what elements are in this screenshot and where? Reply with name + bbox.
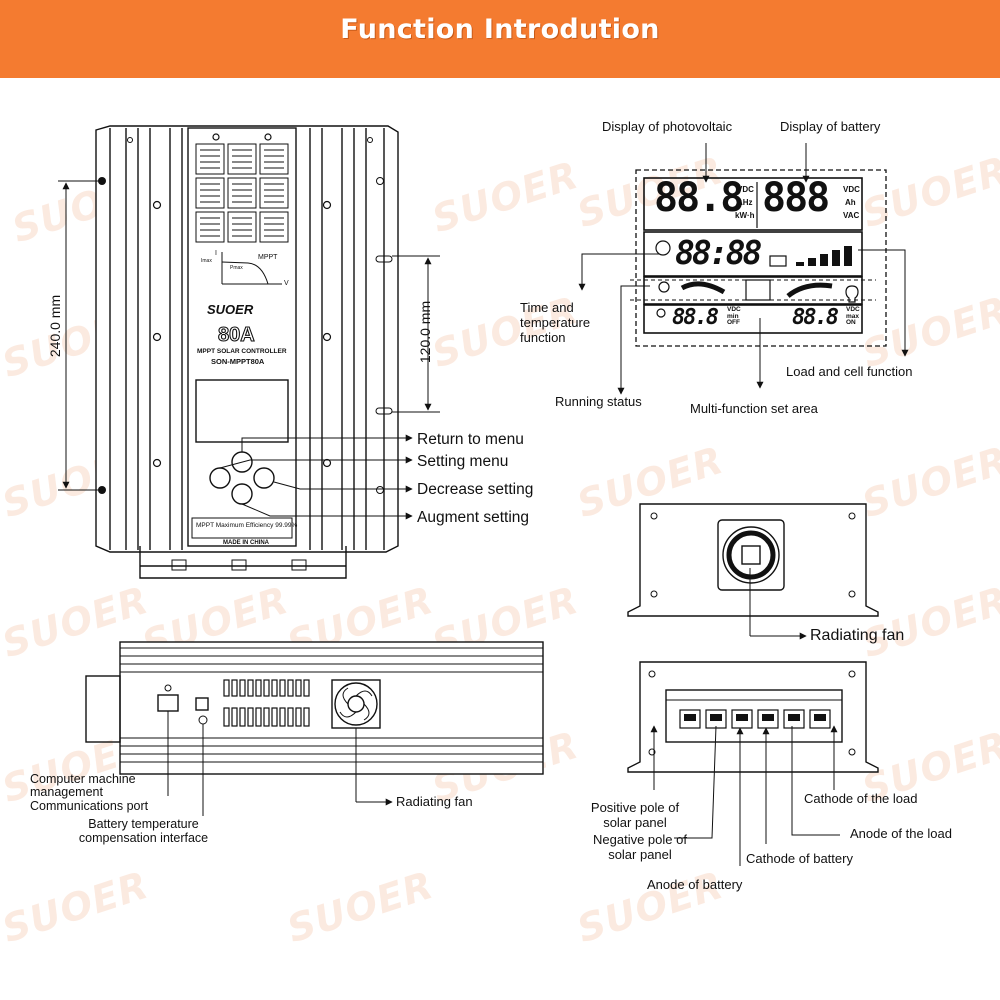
model-line1: MPPT SOLAR CONTROLLER	[197, 348, 287, 355]
lightbulb-icon	[845, 285, 859, 303]
controller-front-view	[95, 125, 399, 579]
label-multi-function: Multi-function set area	[690, 401, 818, 416]
made-in-label: MADE IN CHINA	[223, 540, 269, 546]
lcd-unit-max: VDC max ON	[846, 306, 860, 326]
end-fan-callout	[749, 568, 807, 640]
header-banner: Function Introdution	[0, 0, 1000, 78]
battery-type-icon	[745, 279, 771, 301]
curve-v-label: V	[284, 280, 289, 287]
lcd-callouts	[578, 143, 909, 395]
battery-icon	[769, 255, 787, 267]
callout-decrease-setting: Decrease setting	[417, 481, 534, 498]
efficiency-label: MPPT Maximum Efficiency 99.99%	[196, 522, 298, 529]
terminal-callouts	[650, 725, 840, 866]
label-running-status: Running status	[555, 394, 642, 409]
mppt-curve	[221, 252, 282, 285]
battery-level-bars	[796, 246, 852, 266]
brand-label: SUOER	[207, 302, 254, 317]
label-load-cathode: Cathode of the load	[804, 791, 918, 806]
callout-return-to-menu: Return to menu	[417, 431, 524, 448]
lcd-set-right-digits: 88.8	[792, 305, 839, 330]
discharge-arrow	[786, 282, 833, 298]
label-battery-display: Display of battery	[780, 119, 881, 134]
callout-augment-setting: Augment setting	[417, 509, 530, 526]
label-side-fan: Radiating fan	[396, 794, 473, 809]
lcd-set-left-digits: 88.8	[672, 305, 719, 330]
curve-imax-label: Imax	[201, 258, 212, 264]
curve-pmax-label: Pmax	[230, 265, 243, 271]
label-pv-negative: Negative pole of solar panel	[593, 832, 687, 862]
lcd-battery-digits: 888	[762, 175, 830, 221]
lcd-unit-min: VDC min OFF	[727, 306, 741, 326]
page-title: Function Introdution	[340, 14, 660, 45]
label-comm-port: Computer machine management Communicatio…	[30, 772, 149, 813]
lcd-unit-right-2: Ah	[845, 198, 856, 207]
terminal-block	[679, 709, 831, 729]
label-load-cell: Load and cell function	[786, 364, 913, 379]
lcd-time-digits: 88:88	[675, 233, 762, 272]
controller-end-view-fan	[627, 503, 879, 617]
sun-icon	[656, 281, 670, 318]
controller-side-view	[85, 641, 544, 775]
label-photovoltaic-display: Display of photovoltaic	[602, 119, 733, 134]
controller-end-view-terminals	[627, 661, 879, 773]
label-battery-cathode: Cathode of battery	[746, 851, 853, 866]
callout-setting-menu: Setting menu	[417, 453, 509, 470]
label-load-anode: Anode of the load	[850, 826, 952, 841]
curve-mppt-label: MPPT	[258, 254, 278, 261]
lcd-pv-digits: 88.8	[654, 175, 744, 221]
fan-icon	[331, 679, 381, 729]
rating-label: 80A	[217, 323, 255, 346]
hole-dimension: 120.0 mm	[417, 300, 434, 364]
side-view-callouts	[167, 711, 393, 816]
height-dimension: 240.0 mm	[47, 294, 64, 358]
lcd-unit-left-2: AHz	[737, 198, 753, 207]
charge-arrow	[680, 281, 726, 295]
lcd-unit-left-1: VDC	[737, 185, 754, 194]
label-battery-anode: Anode of battery	[647, 877, 743, 892]
label-end-fan: Radiating fan	[810, 627, 905, 644]
lcd-unit-right-1: VDC	[843, 185, 860, 194]
dimension-lines	[58, 180, 440, 491]
label-time-temperature: Time and temperature function	[520, 300, 591, 345]
temp-port	[195, 697, 209, 711]
lcd-unit-left-3: kW·h	[735, 211, 755, 220]
label-temp-port: Battery temperature compensation interfa…	[78, 817, 209, 845]
clock-icon	[655, 240, 671, 256]
solar-cell-graphic	[195, 143, 289, 243]
label-pv-positive: Positive pole of solar panel	[590, 800, 680, 830]
lcd-unit-right-3: VAC	[843, 211, 860, 220]
button-callouts	[219, 434, 413, 520]
down-button	[253, 467, 275, 489]
vent-slots	[223, 679, 310, 727]
curve-i-label: I	[215, 250, 217, 257]
model-line2: SON-MPPT80A	[211, 357, 265, 366]
fan-icon	[717, 519, 785, 591]
